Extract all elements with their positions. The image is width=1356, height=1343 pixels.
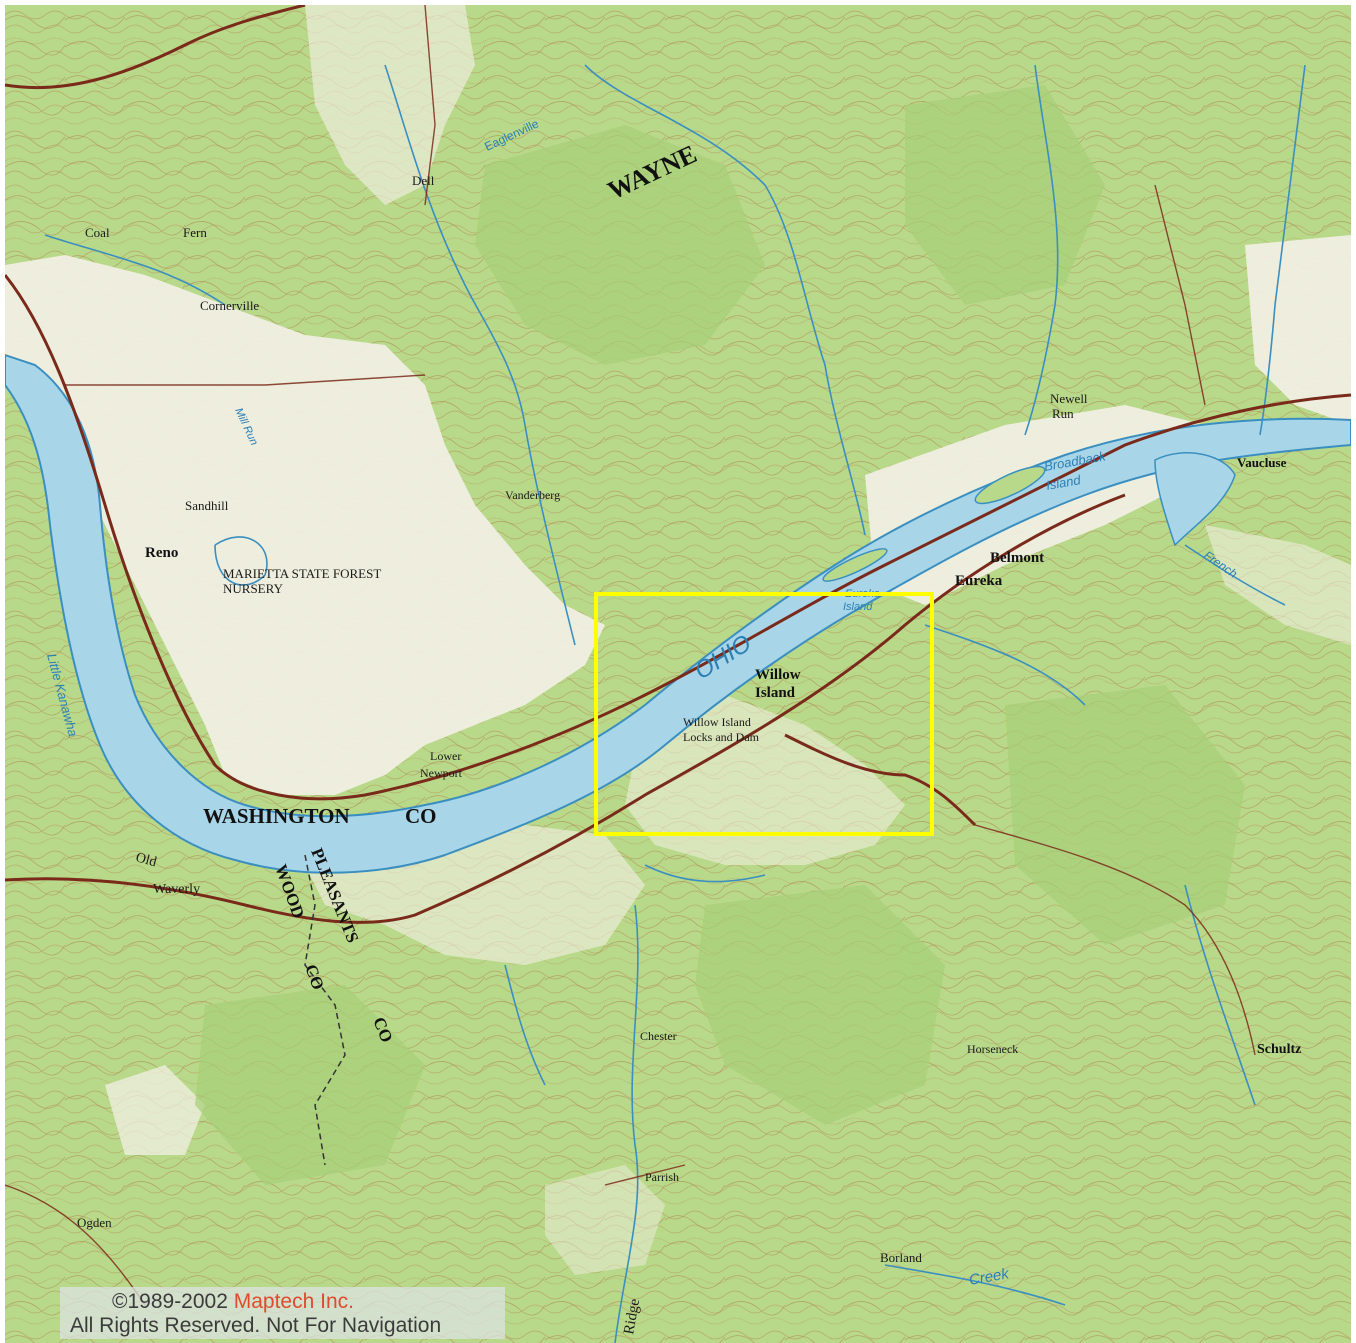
label-fern: Fern [183,225,207,240]
dense-forest [195,85,1245,1185]
label-horseneck: Horseneck [967,1042,1018,1056]
roads [5,5,1351,924]
label-sandhill: Sandhill [185,498,229,513]
minor-roads [5,5,1256,1306]
label-broadback-island-2: Island [1045,472,1083,493]
label-willow-island-2: Island [755,685,796,701]
label-eureka-island-2: Island [843,601,873,613]
label-reno: Reno [145,545,178,561]
label-dell: Dell [412,173,435,188]
label-cornerville: Cornerville [200,298,259,313]
copyright-company: Maptech Inc. [233,1290,354,1313]
copyright-panel [60,1287,505,1339]
label-eureka: Eureka [955,573,1003,589]
label-willow-island: Willow [755,667,801,683]
label-vaucluse: Vaucluse [1237,455,1287,470]
eureka-island [822,548,888,582]
place-labels: WAYNE Dell Fern Eaglenville Coal Cornerv… [44,116,1301,1335]
label-belmont: Belmont [990,550,1044,566]
label-lower-newport-2: Newport [420,766,463,780]
label-ridge: Ridge [621,1297,643,1335]
label-chester: Chester [640,1029,677,1043]
label-newell-run: Newell [1050,391,1088,406]
copyright-line-2: All Rights Reserved. Not For Navigation [70,1314,442,1337]
label-old: Old [134,850,158,870]
bay [1154,452,1236,547]
label-locks-dam: Willow Island [683,715,751,729]
label-locks-dam-2: Locks and Dam [683,730,760,744]
label-marietta-nursery-2: NURSERY [223,581,284,596]
label-washington-county-2: CO [405,804,437,828]
county-boundary [304,854,346,1166]
label-coal: Coal [85,225,110,240]
label-schultz: Schultz [1257,1042,1301,1057]
streams [44,64,1306,1343]
label-waverly: Waverly [153,882,200,897]
highlight-box [594,592,934,836]
label-washington-county: WASHINGTON [203,804,350,828]
label-borland: Borland [880,1250,922,1265]
broadback-island [974,465,1046,505]
label-lower-newport: Lower [430,749,461,763]
label-creek: Creek [968,1265,1012,1289]
label-vanderberg: Vanderberg [505,488,560,502]
label-parrish: Parrish [645,1170,679,1184]
label-ogden: Ogden [77,1215,112,1230]
copyright-prefix: ©1989-2002 [112,1290,234,1313]
label-newell-run-2: Run [1052,406,1074,421]
label-marietta-nursery: MARIETTA STATE FOREST [223,566,381,581]
topographic-map: WAYNE Dell Fern Eaglenville Coal Cornerv… [5,5,1351,1343]
copyright-line-1: ©1989-2002 Maptech Inc. [112,1290,354,1314]
